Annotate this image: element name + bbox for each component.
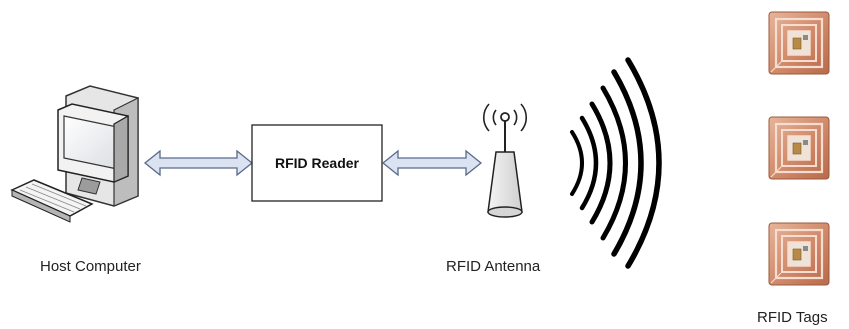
rfid-reader-label: RFID Reader [275, 155, 360, 171]
rfid-tag-icon [767, 10, 831, 76]
rfid-tag-icon [767, 221, 831, 287]
host-computer-label: Host Computer [40, 258, 141, 275]
rfid-tags-label: RFID Tags [757, 309, 828, 326]
antenna-icon [482, 103, 528, 218]
rfid-antenna-label: RFID Antenna [446, 258, 541, 275]
desktop-computer-icon [10, 85, 139, 223]
rfid-tags-group [767, 10, 831, 287]
reader-antenna-double-arrow [381, 149, 483, 177]
rfid-reader-box [251, 124, 383, 202]
host-reader-double-arrow [143, 149, 254, 177]
radio-waves-icon [570, 57, 662, 269]
rfid-tag-icon [767, 115, 831, 181]
